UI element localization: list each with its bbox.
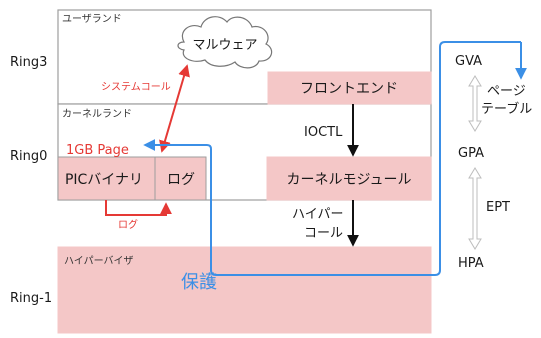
hypervisor-region: [57, 246, 432, 334]
gva-gpa-double-arrow: [468, 75, 482, 132]
log-write-arrow: [105, 200, 172, 216]
system-call-arrow: [159, 64, 190, 153]
ring3-label: Ring3: [10, 55, 47, 70]
malware-label: マルウェア: [192, 38, 257, 53]
hypercall-label-line1: ハイパー: [292, 207, 343, 222]
page-1gb-label: 1GB Page: [66, 143, 129, 158]
system-call-label: システムコール: [101, 81, 171, 93]
gpa-hpa-double-arrow: [468, 167, 482, 250]
log-block: [154, 156, 207, 201]
pic-binary-label: PICバイナリ: [65, 172, 143, 188]
hypervisor-label: ハイパーバイザ: [64, 255, 134, 267]
ring-minus1-label: Ring-1: [10, 291, 52, 306]
gpa-label: GPA: [458, 146, 484, 161]
kernel-land-label: カーネルランド: [62, 108, 132, 120]
user-land-label: ユーザランド: [62, 13, 122, 25]
ept-label: EPT: [486, 200, 510, 215]
malware-cloud: [177, 16, 273, 69]
kernel-module-block: [266, 156, 432, 201]
gva-label: GVA: [455, 54, 482, 69]
log-label: ログ: [167, 172, 195, 188]
page-table-label-line2: テーブル: [481, 101, 532, 117]
ioctl-label: IOCTL: [304, 125, 343, 140]
protection-path: [147, 41, 521, 276]
hpa-label: HPA: [458, 256, 484, 271]
ring0-label: Ring0: [10, 149, 47, 164]
hypercall-label-line2: コール: [304, 226, 343, 241]
kernel-module-label: カーネルモジュール: [286, 172, 411, 188]
page-table-label-line1: ページ: [487, 84, 526, 99]
frontend-label: フロントエンド: [300, 81, 398, 97]
protection-label: 保護: [181, 272, 217, 293]
frontend-block: [267, 71, 432, 105]
log-arrow-label: ログ: [118, 218, 138, 231]
pic-binary-block: [57, 156, 156, 201]
